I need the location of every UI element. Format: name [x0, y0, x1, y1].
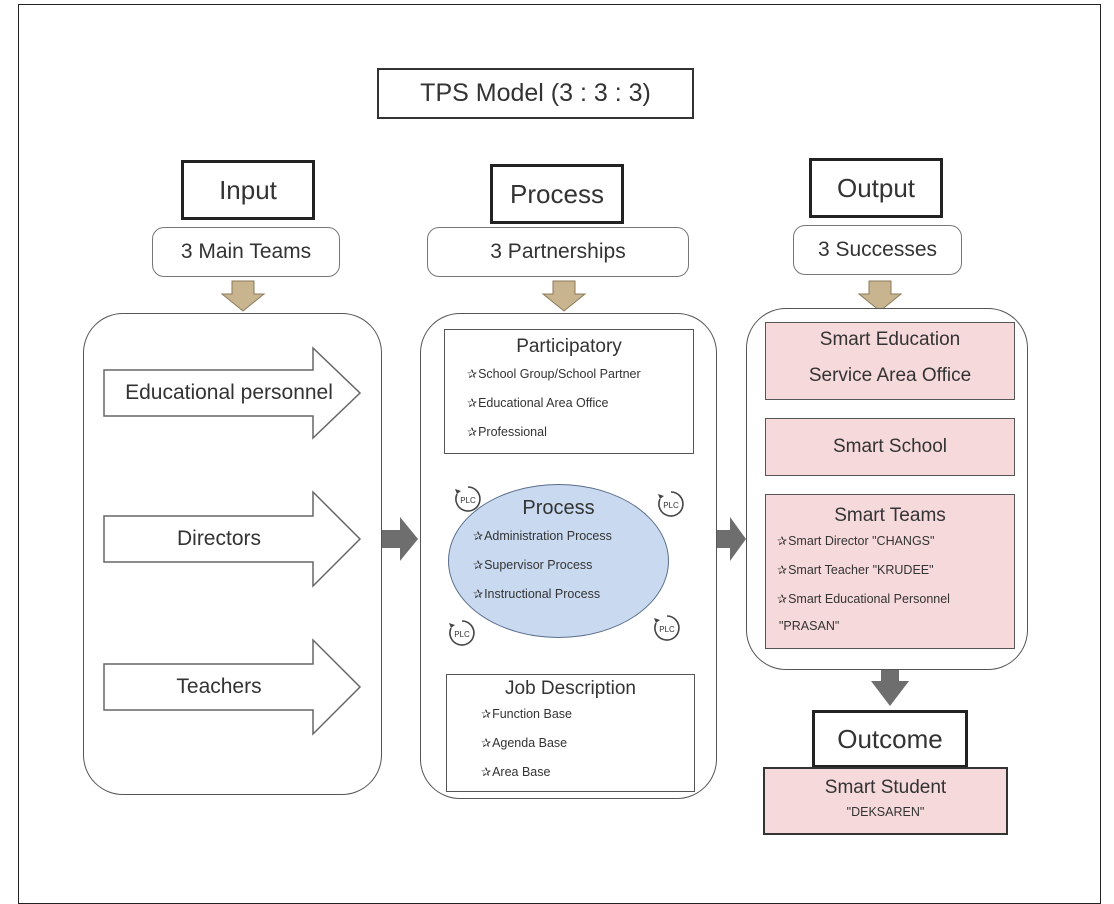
process-subheading: 3 Partnerships [427, 227, 689, 277]
smart-teams-tail: "PRASAN" [779, 619, 840, 633]
svg-text:PLC: PLC [460, 496, 476, 505]
process-heading: Process [490, 164, 624, 224]
input-item-educational-personnel: Educational personnel [125, 381, 333, 404]
smart-office-line2: Service Area Office [808, 365, 972, 386]
core-process-title: Process [522, 497, 595, 519]
participatory-box: Participatory School Group/School Partne… [444, 329, 694, 454]
smart-office-box: Smart Education Service Area Office [765, 322, 1015, 400]
smart-school-box: Smart School [765, 418, 1015, 476]
plc-icon: PLC [455, 486, 481, 512]
input-down-arrow [220, 280, 266, 312]
outcome-heading: Outcome [812, 710, 968, 768]
smart-student-box: Smart Student "DEKSAREN" [763, 767, 1008, 835]
process-down-arrow [541, 280, 587, 312]
input-item-directors: Directors [176, 527, 261, 550]
smart-teams-item: Smart Educational Personnel [777, 585, 1014, 614]
job-description-item: Area Base [481, 758, 694, 787]
job-description-box: Job Description Function Base Agenda Bas… [446, 674, 695, 792]
job-description-item: Agenda Base [481, 729, 694, 758]
job-description-title: Job Description [505, 678, 636, 699]
smart-student-tag: "DEKSAREN" [846, 805, 925, 819]
output-subheading: 3 Successes [793, 225, 962, 275]
smart-teams-title: Smart Teams [834, 505, 946, 526]
participatory-item: School Group/School Partner [467, 360, 693, 389]
model-title: TPS Model (3 : 3 : 3) [377, 68, 694, 119]
smart-teams-box: Smart Teams Smart Director "CHANGS" Smar… [765, 494, 1015, 649]
svg-text:PLC: PLC [454, 630, 470, 639]
input-heading: Input [181, 160, 315, 220]
svg-text:PLC: PLC [663, 501, 679, 510]
plc-icon: PLC [658, 491, 684, 517]
plc-icon: PLC [654, 615, 680, 641]
participatory-item: Professional [467, 418, 693, 447]
svg-text:PLC: PLC [659, 625, 675, 634]
smart-teams-item: Smart Teacher "KRUDEE" [777, 556, 1014, 585]
process-to-output-arrow [717, 517, 746, 561]
core-process-item: Administration Process [473, 522, 668, 551]
output-down-arrow [857, 280, 903, 312]
smart-school-label: Smart School [832, 436, 948, 457]
input-to-process-arrow [381, 517, 418, 561]
plc-icon: PLC [449, 620, 475, 646]
core-process-item: Supervisor Process [473, 551, 668, 580]
smart-teams-item: Smart Director "CHANGS" [777, 527, 1014, 556]
input-subheading: 3 Main Teams [152, 227, 340, 277]
job-description-item: Function Base [481, 700, 694, 729]
output-heading: Output [809, 158, 943, 218]
smart-office-line1: Smart Education [819, 329, 961, 350]
input-item-teachers: Teachers [176, 675, 262, 698]
smart-student-label: Smart Student [824, 777, 947, 798]
participatory-title: Participatory [516, 336, 622, 357]
core-process-ellipse: Process Administration Process Superviso… [448, 484, 669, 638]
core-process-item: Instructional Process [473, 580, 668, 609]
participatory-item: Educational Area Office [467, 389, 693, 418]
output-to-outcome-arrow [871, 670, 909, 706]
